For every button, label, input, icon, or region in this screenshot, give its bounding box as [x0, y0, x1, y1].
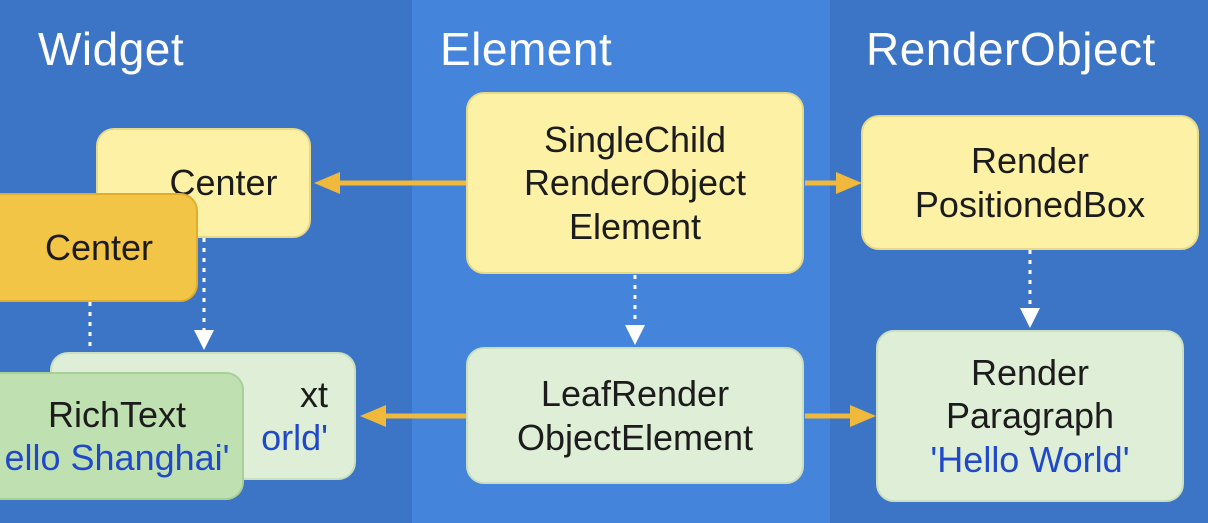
dotted-arrowhead-positioned-to-paragraph [1020, 308, 1040, 328]
positioned-line1: Render [970, 140, 1090, 182]
dotted-arrowhead-singlechild-to-leaf [625, 325, 645, 345]
renderobject-heading: RenderObject [866, 23, 1156, 75]
paragraph-line1: Render [970, 352, 1090, 394]
widget-heading: Widget [38, 23, 185, 75]
singlechild-line3: Element [568, 205, 702, 247]
richtext-back-label: xt [299, 373, 328, 415]
leaf-line2: ObjectElement [516, 416, 754, 458]
richtext-front-string: ello Shanghai' [4, 437, 230, 478]
arrowhead-leaf-to-richtext [360, 405, 386, 427]
positioned-line2: PositionedBox [914, 183, 1146, 225]
richtext-front-label: RichText [47, 393, 187, 435]
singlechild-line2: RenderObject [523, 162, 747, 204]
paragraph-line2: Paragraph [945, 395, 1115, 437]
arrowhead-singlechild-to-center [314, 172, 340, 194]
center-widget-node-front: Center [0, 193, 198, 302]
richtext-back-string: orld' [261, 417, 328, 458]
arrowhead-leaf-to-paragraph [850, 405, 876, 427]
leaf-line1: LeafRender [540, 373, 730, 415]
render-positionedbox-node: Render PositionedBox [861, 115, 1199, 250]
render-paragraph-node: Render Paragraph 'Hello World' [876, 330, 1184, 502]
singlechild-line1: SingleChild [543, 119, 727, 161]
dotted-arrowhead-center-to-text [194, 330, 214, 350]
richtext-widget-node-front: RichText ello Shanghai' [0, 372, 244, 500]
arrowhead-singlechild-to-positioned [836, 172, 862, 194]
singlechild-renderobject-element-node: SingleChild RenderObject Element [466, 92, 804, 274]
element-heading: Element [440, 23, 613, 75]
paragraph-string: 'Hello World' [930, 438, 1130, 480]
leafrender-objectelement-node: LeafRender ObjectElement [466, 347, 804, 484]
center-widget-front-label: Center [44, 226, 154, 268]
